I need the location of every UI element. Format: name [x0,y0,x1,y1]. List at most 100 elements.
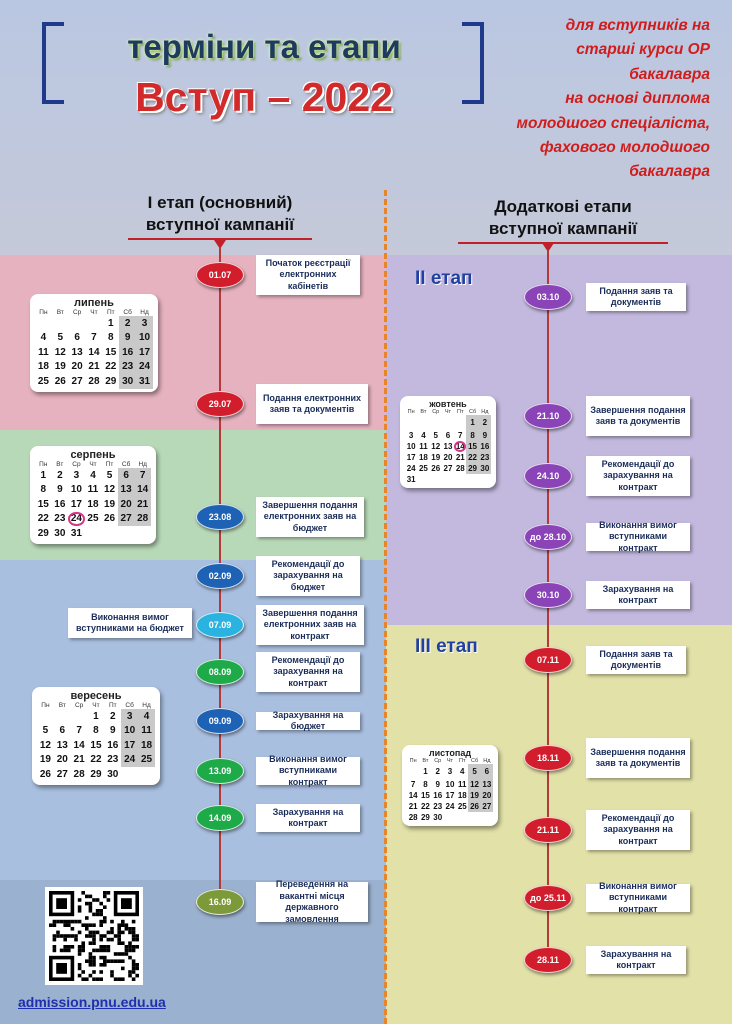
calendar-day: 8 [423,779,428,789]
calendar-day: 1 [40,469,47,481]
event-label: Зарахування на контракт [256,804,360,832]
calendar-day: 31 [136,374,153,389]
calendar-day: 6 [59,725,66,737]
calendar-day: 26 [54,375,66,387]
calendar-day: 20 [443,452,453,462]
heading-underline [458,242,668,244]
event-label: Виконання вимог вступниками контракт [586,881,690,914]
calendar-day: 18 [37,361,49,373]
calendar-day: 6 [480,764,493,779]
calendar-day: 12 [39,739,51,751]
calendar-day: 30 [433,812,443,822]
calendar-day: 24 [136,359,153,374]
band-top [0,0,732,255]
calendar-day: 16 [433,790,443,800]
date-marker: 13.09 [196,758,244,784]
calendar-day: 29 [420,812,430,822]
extra-stages-heading-line2: вступної кампанії [488,219,638,238]
calendar-day: 26 [103,513,116,525]
calendar-day: 6 [74,332,80,344]
calendar-day: 8 [93,725,99,737]
calendar-day: 16 [478,440,491,452]
date-marker: 08.09 [196,659,244,685]
calendar-day: 23 [478,451,491,463]
date-marker: 23.08 [196,504,244,530]
calendar-day: 2 [57,469,63,481]
event-label: Рекомендації до зарахування на бюджет [256,556,360,596]
bracket-left [42,22,64,104]
calendar-day: 20 [56,754,68,766]
calendar-day: 22 [90,754,102,766]
calendar-day: 3 [121,709,139,724]
calendar-day: 17 [70,498,82,510]
date-marker: 16.09 [196,889,244,915]
weekday-header: Чт [90,309,98,316]
calendar-day: 6 [117,468,135,483]
calendar-day: 25 [138,752,155,767]
event-label: Завершення подання заяв та документів [586,396,690,436]
calendar-day: 30 [107,768,119,780]
weekday-header: Ср [72,461,81,468]
weekday-header: Пт [459,758,466,764]
calendar-day: 17 [445,790,455,800]
calendar-day: 21 [455,452,465,462]
calendar-day: 25 [37,375,49,387]
calendar-day: 18 [138,738,155,753]
calendar-day: 30 [54,527,66,539]
calendar-day: 15 [420,790,430,800]
subtitle-line: на основі диплома [565,90,710,108]
weekday-header: Пн [41,702,50,709]
calendar-day: 23 [119,359,137,374]
weekday-header: Сб [121,461,131,468]
weekday-header: Чт [446,758,454,764]
weekday-header: Чт [444,409,452,415]
weekday-header: Вт [56,309,64,316]
event-label: Завершення подання електронних заяв на к… [256,605,364,645]
calendar-day: 19 [431,452,441,462]
calendar-day: 29 [466,462,479,474]
calendar-day: 15 [466,440,479,452]
calendar-day: 14 [88,346,100,358]
main-stage-heading-line1: І етап (основний) [147,193,293,212]
date-marker: 28.11 [524,947,572,973]
calendar-day: 22 [37,513,49,525]
calendar-day: 11 [38,346,49,358]
weekday-header: Ср [432,409,440,415]
calendar-day: 1 [108,317,114,329]
date-marker: 03.10 [524,284,572,310]
calendar-day: 7 [91,332,97,344]
weekday-header: Сб [470,758,479,764]
date-marker: до 28.10 [524,524,572,550]
calendar-day: 28 [408,812,418,822]
calendar-day: 31 [406,474,416,484]
calendar-day: 3 [73,469,80,481]
calendar-day: 13 [443,441,453,451]
calendar-day: 5 [106,469,113,481]
qr-code[interactable] [45,887,143,985]
event-label: Початок реєстрації електронних кабінетів [256,255,360,295]
date-marker: 21.11 [524,817,572,843]
weekday-header: Ср [72,309,82,316]
calendar-day: 10 [136,330,153,345]
heading-pointer [214,240,226,249]
calendar-day: 29 [105,375,117,387]
subtitle-line: старші курси ОР [576,41,710,59]
weekday-header: Чт [89,461,97,468]
calendar-day: 23 [433,801,443,811]
date-marker: 24.10 [524,463,572,489]
calendar-day: 22 [420,801,430,811]
subtitle-line: бакалавра [629,163,710,181]
title-line2: Вступ – 2022 [135,74,393,120]
calendar-day: 21 [88,361,100,373]
event-label: Зарахування на бюджет [256,710,360,731]
website-link[interactable]: admission.pnu.edu.ua [18,994,166,1010]
subtitle-line: молодшого спеціаліста, [516,114,710,132]
calendar-day: 14 [73,739,85,751]
calendar-day: 10 [70,484,82,496]
calendar-day: 24 [68,511,85,526]
date-marker: 29.07 [196,391,244,417]
subtitle-line: бакалавра [629,65,710,83]
calendar-day: 9 [478,429,491,441]
subtitle-line: фахового молодшого [539,139,710,157]
